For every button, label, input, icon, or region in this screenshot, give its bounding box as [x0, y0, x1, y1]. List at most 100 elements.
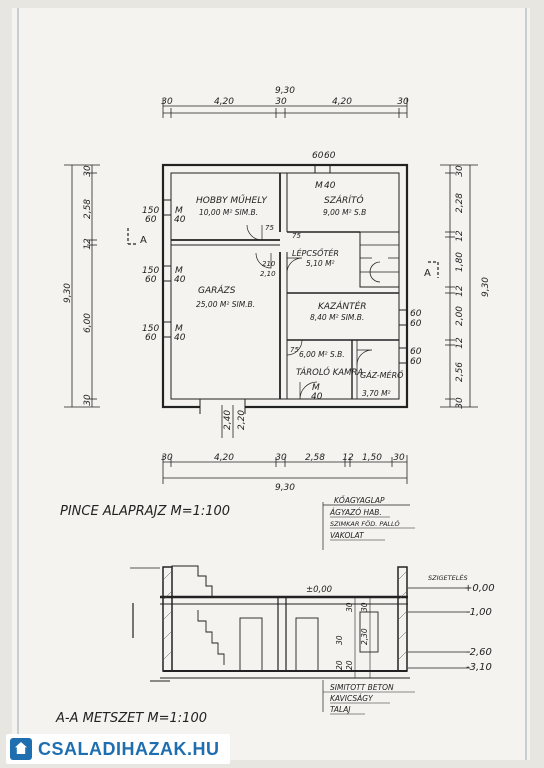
left-win2-w: 150 [142, 266, 159, 276]
top-dim-4: 4,20 [332, 97, 352, 107]
room-lepcso-area: 5,10 M² [306, 259, 335, 268]
dim-75-b: 75 [292, 232, 301, 240]
cut-mark-left: A [140, 235, 147, 246]
room-garazs-area: 25,00 M² SIM.B. [196, 300, 255, 309]
right-dimension-lines [440, 164, 478, 408]
top-total-dim: 9,30 [275, 86, 295, 96]
section-dim-3: 30 [345, 602, 354, 612]
roof-layer-4: VAKOLAT [330, 531, 365, 540]
room-garazs-name: GARÁZS [198, 284, 236, 296]
right-dim-3: 12 [455, 230, 465, 242]
left-win1-w: 150 [142, 206, 159, 216]
left-dim-5: 30 [83, 394, 93, 406]
top-dim-2: 4,20 [214, 97, 234, 107]
right-dim-4: 1,80 [455, 252, 465, 272]
room-tarolo-name: TÁROLÓ KAMRA [296, 366, 363, 378]
room-szarito-name: SZÁRÍTÓ [324, 194, 364, 206]
room-hobby-name: HOBBY MŰHELY [196, 195, 268, 206]
left-win2-h: 60 [145, 275, 157, 285]
floor-layer-3: TALAJ [330, 705, 351, 714]
right-dim-6: 2,00 [455, 306, 465, 326]
watermark-logo: CSALADIHAZAK.HU [6, 734, 230, 764]
bottom-dim-6: 1,50 [362, 453, 382, 463]
right-win-b1: 60 [410, 347, 422, 357]
left-win1-m: M [175, 206, 183, 216]
section-dim-6: 30 [335, 635, 344, 645]
right-total-dim: 9,30 [481, 277, 491, 297]
top-dim-1: 30 [161, 97, 173, 107]
floor-plan [161, 163, 409, 414]
plan-title: PINCE ALAPRAJZ M=1:100 [60, 504, 230, 519]
bottom-total-dim: 9,30 [275, 483, 295, 493]
room-tarolo-area: 6,00 M² S.B. [299, 350, 345, 359]
floor-layer-1: SIMITOTT BETON [330, 683, 394, 692]
section-dim-4: 20 [345, 660, 354, 670]
roof-layer-1: KŐAGYAGLAP [334, 496, 385, 505]
bottom-dim-4: 2,58 [305, 453, 325, 463]
bottom-dimension-lines [162, 405, 408, 484]
room-gaz-area: 3,70 M² [362, 389, 391, 398]
roof-layer-2: ÁGYAZÓ HAB. [329, 508, 382, 517]
dim-75-a: 75 [265, 224, 274, 232]
left-dim-2: 2,58 [83, 199, 93, 219]
left-dimension-lines [64, 164, 100, 408]
right-dim-8: 2,56 [455, 362, 465, 382]
level-minus-310: -3,10 [466, 662, 492, 673]
section-dim-2: 2,30 [360, 628, 369, 645]
room-szarito-area: 9,00 M² S.B [323, 208, 366, 217]
top-window-h: 40 [324, 181, 336, 191]
section-dim-1: 30 [360, 602, 369, 612]
right-dim-2: 2,28 [455, 193, 465, 213]
mh-label: M [312, 383, 320, 393]
right-dim-7: 12 [455, 337, 465, 349]
top-dimension-lines [162, 98, 408, 118]
level-minus-1: -1,00 [466, 607, 492, 618]
bottom-dim-7: 30 [393, 453, 405, 463]
mh-value: 40 [311, 392, 323, 402]
bottom-dim-5: 12 [342, 453, 354, 463]
floor-layer-2: KAVICSÁGY [330, 694, 374, 703]
level-zero: +0,00 [464, 583, 495, 594]
watermark-text: CSALADIHAZAK.HU [38, 738, 220, 759]
dim-75-c: 75 [290, 346, 299, 354]
wall-hatching [162, 570, 408, 661]
bottom-dim-1: 30 [161, 453, 173, 463]
right-win-a2: 60 [410, 319, 422, 329]
cut-mark-right: A [424, 268, 431, 279]
left-win3-mh: 40 [174, 333, 186, 343]
door-dim-a: 2,40 [223, 410, 233, 430]
left-win3-m: M [175, 324, 183, 334]
left-dim-3: 12 [83, 238, 93, 250]
left-win1-h: 60 [145, 215, 157, 225]
section-cut-marks [127, 228, 439, 278]
right-win-a1: 60 [410, 309, 422, 319]
room-lepcso-name: LÉPCSŐTÉR [292, 247, 339, 258]
left-win3-h: 60 [145, 333, 157, 343]
right-dim-5: 12 [455, 285, 465, 297]
level-zero-inner: ±0,00 [306, 585, 332, 595]
left-total-dim: 9,30 [63, 283, 73, 303]
section-dim-5: 20 [335, 660, 344, 670]
room-kazan-name: KAZÁNTÉR [318, 300, 367, 312]
top-dim-3: 30 [275, 97, 287, 107]
left-win2-m: M [175, 266, 183, 276]
room-hobby-area: 10,00 M² SIM.B. [199, 208, 258, 217]
top-window-a: 60 [312, 151, 324, 161]
right-win-b2: 60 [410, 357, 422, 367]
roof-layer-3: SZIMKAR FÖD. PALLÓ [330, 519, 400, 528]
dim-210-b: 2,10 [260, 270, 276, 278]
top-window-m: M [315, 181, 323, 191]
top-window-b: 60 [324, 151, 336, 161]
dim-210: 210 [262, 260, 276, 268]
left-dim-1: 30 [83, 165, 93, 177]
room-gaz-name: GÁZ-MÉRŐ [360, 369, 404, 380]
level-minus-260: -2,60 [466, 647, 492, 658]
top-dim-5: 30 [397, 97, 409, 107]
house-icon [10, 738, 32, 760]
left-dim-4: 6,00 [83, 313, 93, 333]
right-dim-1: 30 [455, 165, 465, 177]
left-win2-mh: 40 [174, 275, 186, 285]
section-drawing [130, 502, 470, 715]
